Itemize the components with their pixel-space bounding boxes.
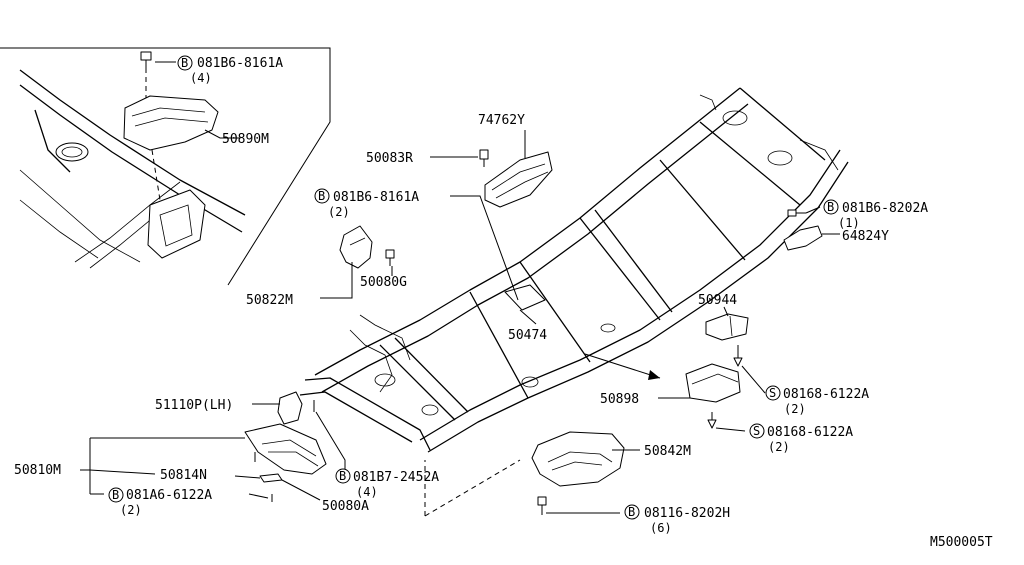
callout-prefix: B <box>181 56 188 70</box>
callout-guard-50898: 50898 <box>600 392 639 407</box>
callout-bolt-top-qty: (4) <box>190 71 212 85</box>
skid-plate-50842m-icon <box>531 431 625 515</box>
callout-prefix: B <box>339 469 346 483</box>
bracket-51110p-icon <box>277 391 315 425</box>
callout-bolt-right-qty: (1) <box>838 216 860 230</box>
callout-bracket-64824y: 64824Y <box>842 229 889 244</box>
callout-bolt-bottom-qty: (6) <box>650 521 672 535</box>
callout-labels: B 081B6-8161A (4) 50890M 74762Y 50083R B… <box>14 56 993 550</box>
callout-bolt-right: 081B6-8202A <box>842 201 928 216</box>
callout-bolt-081a6: 081A6-6122A <box>126 488 212 503</box>
guard-50898-icon <box>685 363 741 429</box>
callout-prefix: S <box>769 386 776 400</box>
callout-prefix: B <box>112 488 119 502</box>
callout-bracket-51110p: 51110P(LH) <box>155 398 233 413</box>
callout-bolt-081b7: 081B7-2452A <box>353 470 439 485</box>
callout-cover-top: 50890M <box>222 132 269 147</box>
callout-bracket-50944: 50944 <box>698 293 737 308</box>
callout-assy-50810m: 50810M <box>14 463 61 478</box>
callout-bolt-081a6-qty: (2) <box>120 503 142 517</box>
callout-guard-50842m: 50842M <box>644 444 691 459</box>
bracket-64824y-icon <box>783 209 823 251</box>
callout-screw-1-qty: (2) <box>784 402 806 416</box>
callout-prefix: B <box>827 200 834 214</box>
callout-screw-2: 08168-6122A <box>767 425 853 440</box>
callout-plate-50474: 50474 <box>508 328 547 343</box>
callout-bolt-mid: 081B6-8161A <box>333 190 419 205</box>
bracket-50822m-icon <box>339 225 373 269</box>
skid-plate-50810m-icon <box>244 423 327 502</box>
leader-lines <box>80 61 840 514</box>
callout-bolt-top: 081B6-8161A <box>197 56 283 71</box>
callout-nut-50080a: 50080A <box>322 499 369 514</box>
bolt-50080g-icon <box>385 249 395 266</box>
callout-bracket-50822m: 50822M <box>246 293 293 308</box>
heatshield-74762y <box>484 151 553 208</box>
callout-bolt-mid-qty: (2) <box>328 205 350 219</box>
callout-prefix: S <box>753 424 760 438</box>
diagram-code: M500005T <box>930 535 993 550</box>
callout-bolt-bottom: 08116-8202H <box>644 506 730 521</box>
inset-detail-view <box>0 47 331 286</box>
callout-heatshield: 74762Y <box>478 113 525 128</box>
callout-plate-50814n: 50814N <box>160 468 207 483</box>
callout-prefix-circles <box>108 55 839 520</box>
callout-bolt-50080g: 50080G <box>360 275 407 290</box>
callout-screw-2-qty: (2) <box>768 440 790 454</box>
callout-prefix: B <box>318 189 325 203</box>
chassis-frame <box>299 87 849 453</box>
callout-bolt-081b7-qty: (4) <box>356 485 378 499</box>
bolt-50083r-icon <box>479 149 489 167</box>
callout-screw-1: 08168-6122A <box>783 387 869 402</box>
bracket-50944-icon <box>705 313 749 367</box>
callout-bolt-50083r: 50083R <box>366 151 413 166</box>
callout-prefix: B <box>628 505 635 519</box>
